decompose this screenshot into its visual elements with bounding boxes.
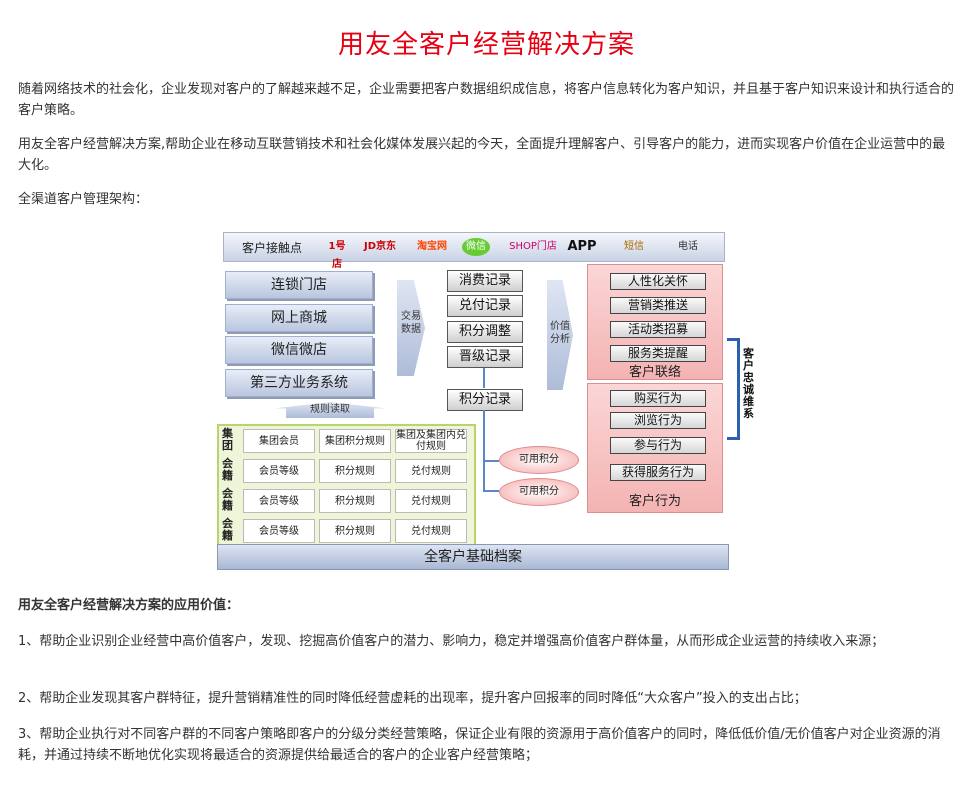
member-row-1: 会籍 会员等级 积分规则 兑付规则 xyxy=(219,456,470,484)
contact-care: 人性化关怀 xyxy=(610,273,706,290)
points-branch-1 xyxy=(483,460,499,462)
record-points: 积分记录 xyxy=(447,389,523,411)
architecture-diagram: 客户接触点 1号店 JD京东 淘宝网 微信 SHOP门店 APP 短信 电话 连… xyxy=(215,228,754,573)
sms-icon: 短信 xyxy=(624,241,644,252)
member-points-rule-cell: 积分规则 xyxy=(319,519,391,543)
customer-behavior-panel: 购买行为 浏览行为 参与行为 获得服务行为 客户行为 xyxy=(587,383,723,513)
behavior-browse: 浏览行为 xyxy=(610,412,706,429)
member-label: 会籍 xyxy=(222,457,233,482)
group-row: 集团 集团会员 集团积分规则 集团及集团内兑付规则 xyxy=(219,426,470,454)
loyalty-label: 客户忠诚维系 xyxy=(743,347,754,420)
value-point-1: 1、帮助企业识别企业经营中高价值客户，发现、挖掘高价值客户的潜力、影响力，稳定并… xyxy=(18,634,885,649)
member-row-2: 会籍 会员等级 积分规则 兑付规则 xyxy=(219,486,470,514)
group-member-cell: 集团会员 xyxy=(243,429,315,453)
jd-logo-icon: JD京东 xyxy=(363,241,397,252)
value-analysis-label: 价值分析 xyxy=(550,321,570,345)
channel-wechat-store: 微信微店 xyxy=(225,336,373,364)
group-label: 集团 xyxy=(222,427,233,452)
member-label: 会籍 xyxy=(222,487,233,512)
group-redeem-rule-cell: 集团及集团内兑付规则 xyxy=(395,429,467,453)
member-points-rule-cell: 积分规则 xyxy=(319,459,391,483)
behavior-purchase: 购买行为 xyxy=(610,390,706,407)
intro-paragraph-1: 随着网络技术的社会化，企业发现对客户的了解越来越不足，企业需要把客户数据组织成信… xyxy=(18,82,955,118)
shop-icon: SHOP门店 xyxy=(509,241,557,252)
member-redeem-rule-cell: 兑付规则 xyxy=(395,489,467,513)
value-point-2: 2、帮助企业发现其客户群特征，提升营销精准性的同时降低经营虚耗的出现率，提升客户… xyxy=(18,691,807,706)
value-heading: 用友全客户经营解决方案的应用价值： xyxy=(18,598,240,613)
member-redeem-rule-cell: 兑付规则 xyxy=(395,459,467,483)
usable-points-2: 可用积分 xyxy=(499,478,579,506)
membership-rules-panel: 集团 集团会员 集团积分规则 集团及集团内兑付规则 会籍 会员等级 积分规则 兑… xyxy=(217,424,476,548)
rule-read-arrow: 规则读取 xyxy=(275,402,385,418)
contact-push: 营销类推送 xyxy=(610,297,706,314)
intro-paragraph-2: 用友全客户经营解决方案,帮助企业在移动互联营销技术和社会化媒体发展兴起的今天，全… xyxy=(18,137,946,173)
touchpoint-label: 客户接触点 xyxy=(242,241,303,255)
page-title: 用友全客户经营解决方案 xyxy=(337,30,635,60)
touchpoint-bar: 客户接触点 1号店 JD京东 淘宝网 微信 SHOP门店 APP 短信 电话 xyxy=(223,232,725,270)
customer-contact-panel: 人性化关怀 营销类推送 活动类招募 服务类提醒 客户联络 xyxy=(587,264,723,380)
behavior-title: 客户行为 xyxy=(628,494,681,509)
trade-data-arrow: 交易数据 xyxy=(397,280,425,376)
taobao-logo-icon: 淘宝网 xyxy=(417,241,447,252)
points-branch-2 xyxy=(483,490,499,492)
channel-online-mall: 网上商城 xyxy=(225,304,373,332)
member-level-cell: 会员等级 xyxy=(243,519,315,543)
connector-line xyxy=(483,368,485,388)
record-points-adjust: 积分调整 xyxy=(447,321,523,343)
loyalty-bracket xyxy=(727,338,740,440)
app-icon: APP xyxy=(567,239,597,254)
record-upgrade: 晋级记录 xyxy=(447,346,523,368)
value-point-3: 3、帮助企业执行对不同客户群的不同客户策略即客户的分级分类经营策略，保证企业有限… xyxy=(18,727,941,763)
value-analysis-arrow: 价值分析 xyxy=(547,280,573,390)
contact-title: 客户联络 xyxy=(628,365,681,380)
record-redeem: 兑付记录 xyxy=(447,295,523,317)
yhd-logo-icon: 1号店 xyxy=(328,241,346,270)
contact-recruit: 活动类招募 xyxy=(610,321,706,338)
channel-chain-store: 连锁门店 xyxy=(225,271,373,299)
member-label: 会籍 xyxy=(222,517,233,542)
member-level-cell: 会员等级 xyxy=(243,489,315,513)
behavior-service: 获得服务行为 xyxy=(610,464,706,481)
behavior-participate: 参与行为 xyxy=(610,437,706,454)
contact-remind: 服务类提醒 xyxy=(610,345,706,362)
member-row-3: 会籍 会员等级 积分规则 兑付规则 xyxy=(219,516,470,544)
member-level-cell: 会员等级 xyxy=(243,459,315,483)
customer-base-archive: 全客户基础档案 xyxy=(217,544,729,570)
member-points-rule-cell: 积分规则 xyxy=(319,489,391,513)
record-consume: 消费记录 xyxy=(447,270,523,292)
member-redeem-rule-cell: 兑付规则 xyxy=(395,519,467,543)
trade-data-label: 交易数据 xyxy=(401,311,421,335)
intro-paragraph-3: 全渠道客户管理架构： xyxy=(18,192,149,207)
wechat-icon: 微信 xyxy=(462,238,490,256)
rule-read-label: 规则读取 xyxy=(310,404,350,415)
phone-icon: 电话 xyxy=(678,241,698,252)
channel-third-party: 第三方业务系统 xyxy=(225,369,373,397)
points-line xyxy=(483,410,485,492)
group-points-rule-cell: 集团积分规则 xyxy=(319,429,391,453)
usable-points-1: 可用积分 xyxy=(499,446,579,474)
